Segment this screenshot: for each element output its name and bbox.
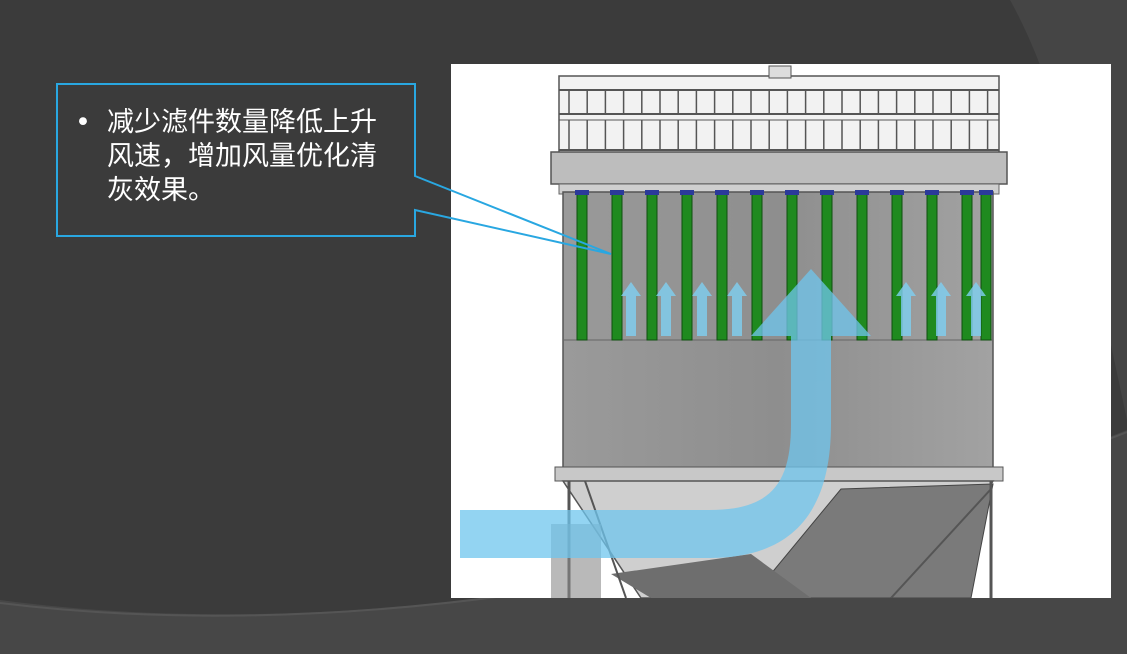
filter-element	[576, 193, 588, 341]
callout-box: 减少滤件数量降低上升风速，增加风量优化清灰效果。	[57, 84, 415, 236]
filter-element	[891, 193, 903, 341]
filter-element	[681, 193, 693, 341]
bullet-item: 减少滤件数量降低上升风速，增加风量优化清灰效果。	[75, 106, 397, 208]
filter-cap	[960, 190, 974, 195]
filter-element	[856, 193, 868, 341]
filter-cap	[575, 190, 589, 195]
filter-element	[646, 193, 658, 341]
filter-element	[611, 193, 623, 341]
filter-cap	[855, 190, 869, 195]
small-arrow-icon	[931, 282, 951, 336]
filter-element	[716, 193, 728, 341]
small-arrow-icon	[621, 282, 641, 336]
filter-cap	[645, 190, 659, 195]
small-arrow-icon	[896, 282, 916, 336]
small-arrow-icon	[966, 282, 986, 336]
filter-cap	[680, 190, 694, 195]
small-arrow-icon	[692, 282, 712, 336]
filter-cap	[890, 190, 904, 195]
filter-element	[751, 193, 763, 341]
filter-cap	[785, 190, 799, 195]
airflow-arrow-icon	[460, 269, 871, 558]
small-arrow-icon	[727, 282, 747, 336]
filter-cap	[820, 190, 834, 195]
top-frame	[550, 65, 1008, 195]
filter-cap	[750, 190, 764, 195]
filter-element	[926, 193, 938, 341]
small-arrow-icon	[656, 282, 676, 336]
decor-shape-bottom	[0, 430, 1127, 654]
dust-collector-diagram	[451, 64, 1111, 598]
filter-cap	[925, 190, 939, 195]
filter-group	[575, 190, 993, 341]
filter-cap	[979, 190, 993, 195]
filter-element	[961, 193, 973, 341]
filter-element	[980, 193, 992, 341]
bullet-list: 减少滤件数量降低上升风速，增加风量优化清灰效果。	[57, 84, 415, 208]
filter-cap	[715, 190, 729, 195]
filter-cap	[610, 190, 624, 195]
small-arrow-group	[621, 282, 986, 336]
